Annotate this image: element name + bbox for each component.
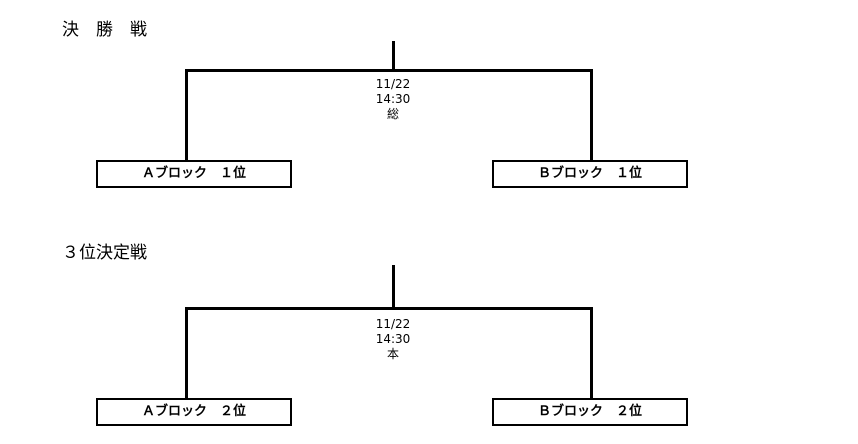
winner-line (392, 265, 395, 309)
team-box-right: Ｂブロック ２位 (492, 398, 688, 426)
bracket-left-line (185, 69, 188, 161)
winner-line (392, 41, 395, 71)
bracket-horizontal-line (185, 307, 593, 310)
team-box-left: Ａブロック ２位 (96, 398, 292, 426)
match-date: 11/22 (375, 317, 411, 331)
bracket-right-line (590, 69, 593, 161)
match-venue: 本 (386, 347, 399, 361)
bracket-horizontal-line (185, 69, 593, 72)
match-time: 14:30 (375, 92, 411, 106)
bracket-right-line (590, 307, 593, 399)
match-venue: 総 (386, 107, 399, 121)
final-bracket: 決 勝 戦 11/22 14:30 総 Ａブロック １位 Ｂブロック １位 (0, 0, 858, 200)
match-date: 11/22 (375, 77, 411, 91)
team-box-left: Ａブロック １位 (96, 160, 292, 188)
match-info: 11/22 14:30 総 (343, 77, 443, 122)
bracket-title: ３位決定戦 (62, 243, 147, 263)
third-place-bracket: ３位決定戦 11/22 14:30 本 Ａブロック ２位 Ｂブロック ２位 (0, 238, 858, 438)
bracket-left-line (185, 307, 188, 399)
bracket-title: 決 勝 戦 (62, 20, 147, 40)
match-info: 11/22 14:30 本 (343, 317, 443, 362)
team-box-right: Ｂブロック １位 (492, 160, 688, 188)
match-time: 14:30 (375, 332, 411, 346)
